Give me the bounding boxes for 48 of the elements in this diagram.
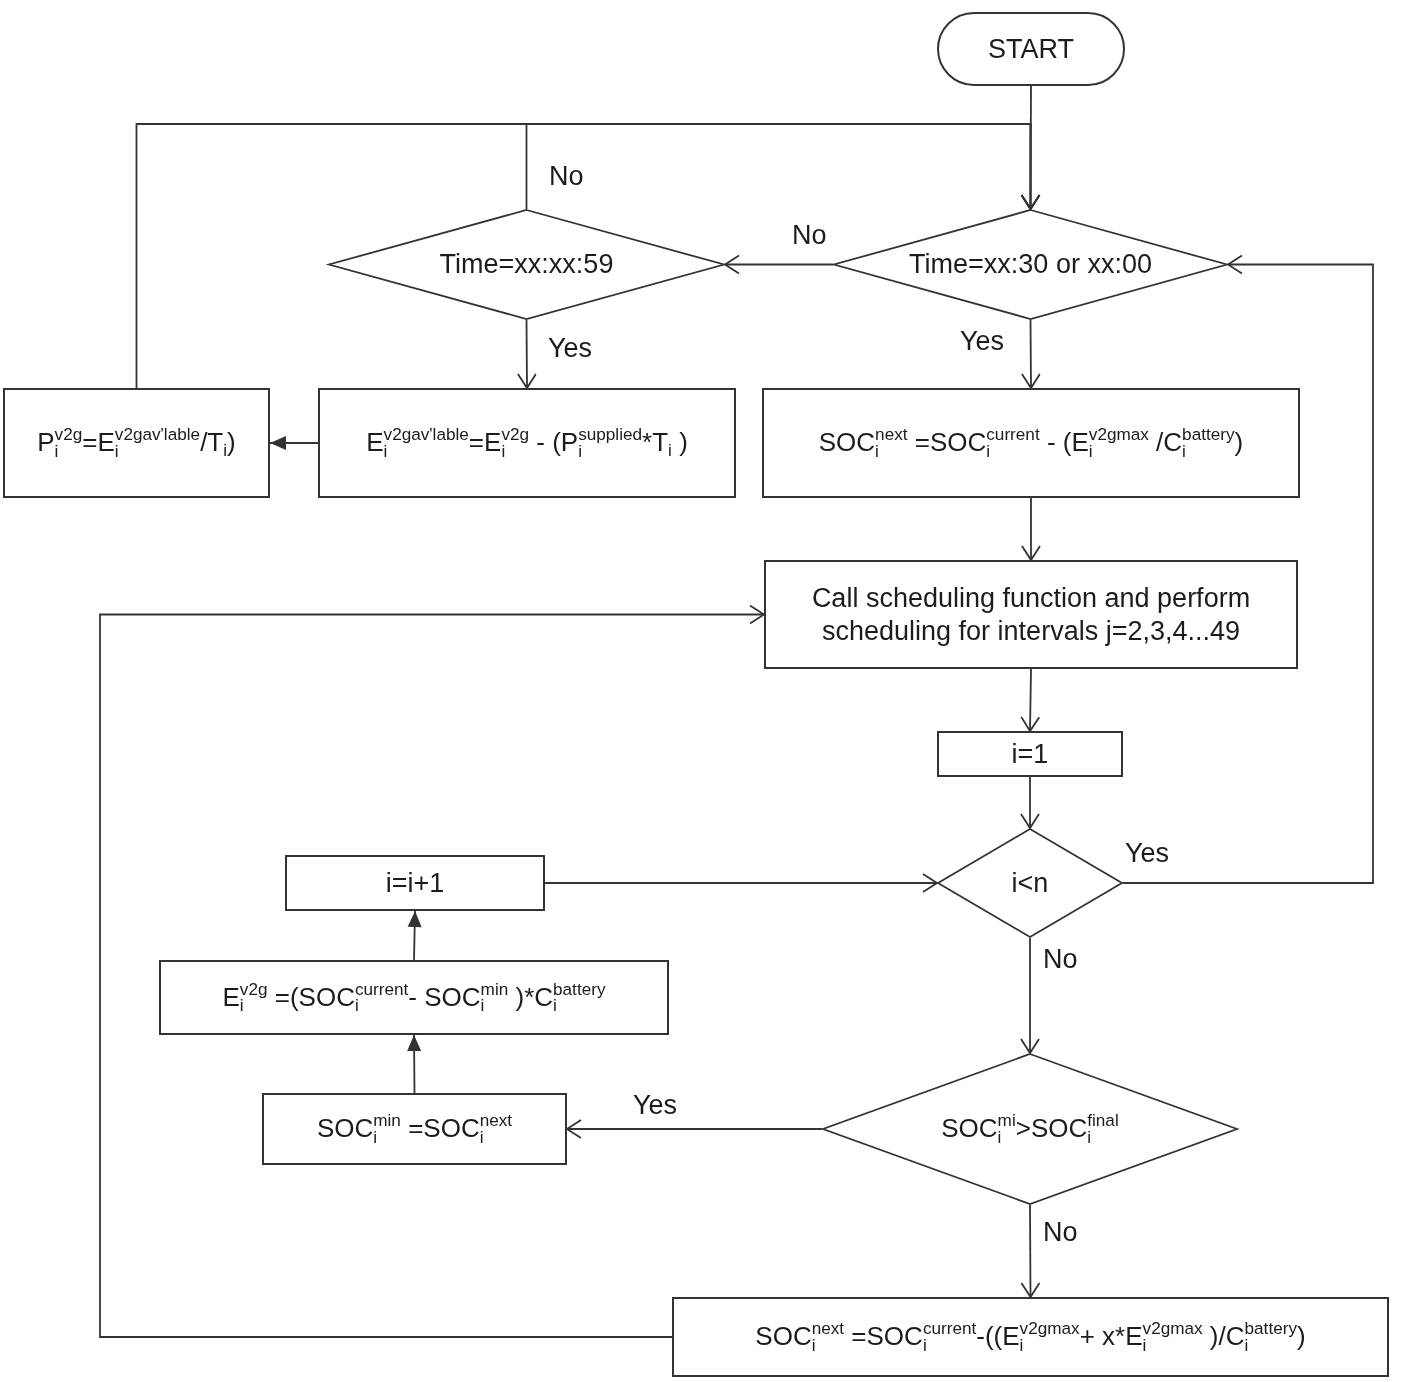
flow-arrow <box>269 436 319 450</box>
edge-label: No <box>549 163 584 190</box>
edge-label: Yes <box>633 1092 678 1119</box>
process-box <box>318 388 736 498</box>
flow-arrow <box>1020 668 1041 732</box>
flow-arrow <box>99 604 765 1338</box>
condition-text: Time=xx:30 or xx:00 <box>909 248 1152 281</box>
process-box <box>672 1297 1389 1377</box>
edge-label: Yes <box>1125 840 1170 867</box>
flow-arrow <box>1122 254 1374 884</box>
flow-arrow <box>1021 497 1041 561</box>
process-box <box>937 731 1123 777</box>
flow-arrow <box>525 123 1041 210</box>
condition-text: Time=xx:xx:59 <box>439 248 614 281</box>
edge-label: Yes <box>960 328 1005 355</box>
process-text: E$_{i}$$^{v2gav'lable}$=E$_{i}$$^{v2g}$ - (P$_{i}$$^{supplied}$*T$_{i}$ ) <box>366 427 688 459</box>
flow-arrow <box>1021 319 1041 389</box>
process-box <box>159 960 669 1035</box>
edge-label: No <box>1043 1219 1078 1246</box>
flow-arrow <box>407 1034 422 1094</box>
flow-arrow <box>566 1119 823 1139</box>
decision-diamond <box>937 828 1123 938</box>
flow-arrow <box>1020 1204 1041 1298</box>
condition-text: i<n <box>1011 866 1049 900</box>
process-box <box>764 560 1298 669</box>
process-text: SOC$_{i}$$^{next}$ =SOC$_{i}$$^{current}$ - (E$_{i}$$^{v2gmax}$ /C$_{i}$$^{battery}$) <box>818 427 1244 459</box>
decision-diamond <box>328 209 725 320</box>
terminal-label: START <box>988 32 1074 66</box>
flow-arrow <box>407 910 422 961</box>
process-box <box>285 855 545 911</box>
process-text: i=1 <box>1011 737 1049 771</box>
process-box <box>762 388 1300 498</box>
decision-diamond <box>833 209 1228 320</box>
process-text: i=i+1 <box>385 866 445 900</box>
flow-arrow <box>517 319 537 389</box>
flow-arrow <box>544 873 938 893</box>
process-text: SOC$_{i}$$^{next}$ =SOC$_{i}$$^{current}$-((E$_{i}$$^{v2gmax}$+ x*E$_{i}$$^{v2gmax}$ )/C$_{i}$$^{battery}$) <box>755 1321 1306 1353</box>
flow-arrow <box>724 254 834 275</box>
edge-label: Yes <box>548 335 593 362</box>
flow-arrow <box>1020 937 1040 1054</box>
flow-arrow <box>1020 776 1040 829</box>
edge-label: No <box>1043 946 1078 973</box>
process-box <box>3 388 270 498</box>
process-box <box>262 1093 567 1165</box>
process-text: Call scheduling function and perform scheduling for intervals j=2,3,4...49 <box>810 582 1252 647</box>
process-text: P$_{i}$$^{v2g}$=E$_{i}$$^{v2gav'lable}$/T$_{i}$) <box>37 427 236 459</box>
edge-label: No <box>792 222 827 249</box>
decision-diamond <box>822 1053 1238 1205</box>
